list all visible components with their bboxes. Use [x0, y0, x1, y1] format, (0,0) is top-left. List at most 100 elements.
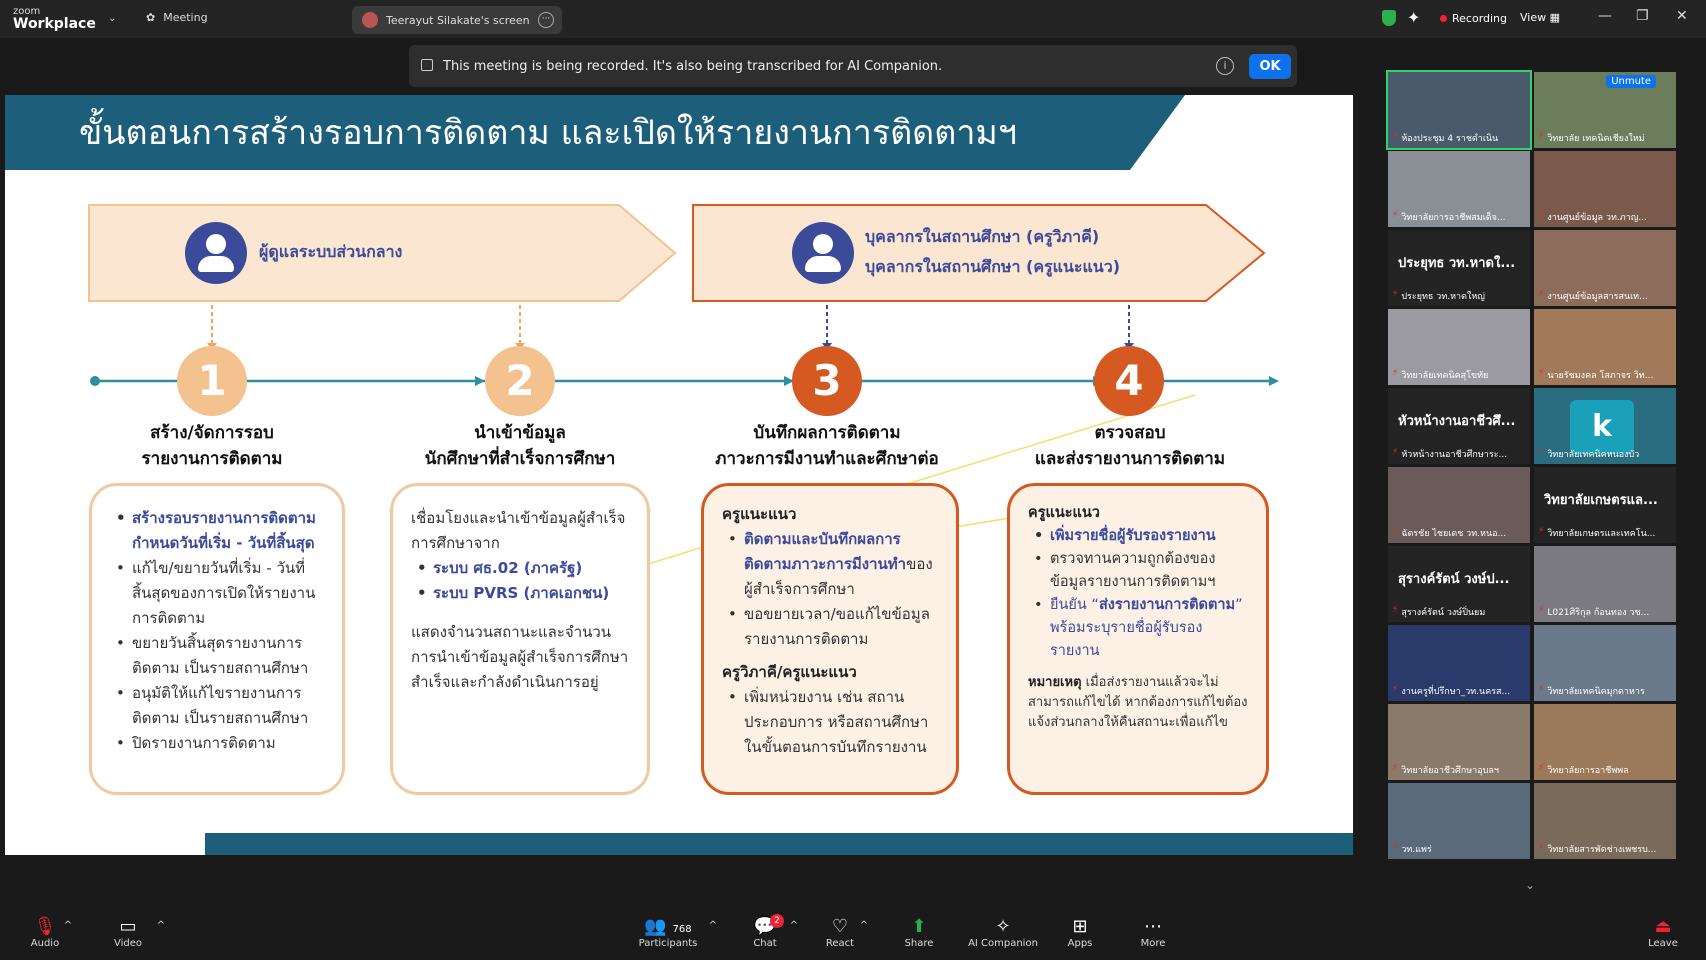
mic-muted-icon: ⚡ — [1538, 842, 1545, 852]
participant-display-name: วิทยาลัยเกษตรแล... — [1544, 493, 1658, 508]
step-3-circle: 3 — [792, 346, 862, 416]
more-icon[interactable]: ··· — [538, 12, 554, 28]
record-dot-icon — [1440, 15, 1447, 22]
chat-icon: 💬2 — [730, 914, 800, 938]
participant-tile[interactable]: k⚡วิทยาลัยเทคนิคหนองบัว — [1534, 388, 1676, 464]
card4-bullet-2: ตรวจทานความถูกต้องของข้อมูลรายงานการติดต… — [1034, 548, 1248, 594]
video-options-chevron-icon[interactable]: ^ — [156, 920, 166, 931]
shield-icon[interactable] — [1382, 10, 1396, 26]
participant-tile[interactable]: ⚡งานศูนย์ข้อมูล วท.ภาญ... — [1534, 151, 1676, 227]
close-icon[interactable]: ✕ — [1676, 8, 1688, 24]
card3-heading-1: ครูแนะแนว — [722, 505, 797, 523]
participant-name-label: ⚡งานศูนย์ข้อมูลสารสนเท... — [1538, 289, 1648, 302]
participant-name-label: ⚡L021ศิริกุล ก้อนทอง วช... — [1538, 605, 1650, 618]
card3-heading-2: ครูวิภาคี/ครูแนะแนว — [722, 663, 857, 681]
participant-tile[interactable]: ⚡วิทยาลัยสารพัดช่างเพชรบ... — [1534, 783, 1676, 859]
slide-title: ขั้นตอนการสร้างรอบการติดตาม และเปิดให้รา… — [79, 113, 1017, 153]
participant-name-label: ⚡วิทยาลัยเทคนิคหนองบัว — [1538, 447, 1640, 460]
participant-name-label: ⚡วท.แพร่ — [1392, 842, 1432, 855]
more-button[interactable]: ⋯More — [1118, 916, 1188, 949]
participant-tile[interactable]: Unmute ⚡วิทยาลัย เทคนิคเชียงใหม่ — [1534, 72, 1676, 148]
chevron-down-icon[interactable]: ⌄ — [108, 13, 117, 24]
recording-indicator[interactable]: Recording — [1440, 12, 1507, 25]
view-button[interactable]: View ▦ — [1520, 11, 1560, 24]
card3-bullet-2: ขอขยายเวลา/ขอแก้ไขข้อมูลรายงานการติดตาม — [728, 602, 938, 652]
participant-tile[interactable]: ⚡นายรัชมงคล โสภาจร วิท... — [1534, 309, 1676, 385]
more-dots-icon: ⋯ — [1144, 916, 1162, 937]
chat-chevron-icon[interactable]: ^ — [789, 920, 799, 931]
meeting-menu[interactable]: ✿ Meeting — [146, 11, 208, 24]
participant-tile[interactable]: ⚡งานศูนย์ข้อมูลสารสนเท... — [1534, 230, 1676, 306]
participant-name-label: ⚡สุรางค์รัตน์ วงษ์ปิ่นยม — [1392, 605, 1486, 618]
step-4-title: ตรวจสอบและส่งรายงานการติดตาม — [1034, 423, 1226, 469]
step-4-card: ครูแนะแนว เพิ่มรายชื่อผู้รับรองรายงาน ตร… — [1007, 483, 1269, 795]
participant-name-label: ⚡ห้องประชุม 4 ราชดำเนิน — [1392, 131, 1499, 144]
step-1-circle: 1 — [177, 346, 247, 416]
audio-button[interactable]: 🎙Audio — [10, 916, 80, 949]
mic-muted-icon: ⚡ — [1392, 605, 1399, 615]
participant-tile[interactable]: ⚡วท.แพร่ — [1388, 783, 1530, 859]
screen-share-tab[interactable]: Teerayut Silakate's screen ··· — [352, 6, 562, 34]
participant-display-name: k — [1570, 400, 1634, 454]
react-button[interactable]: ♡React — [805, 916, 875, 949]
participant-name-label: ⚡วิทยาลัยสารพัดช่างเพชรบ... — [1538, 842, 1657, 855]
participant-tile[interactable]: ⚡วิทยาลัยเทคนิคสุโขทัย — [1388, 309, 1530, 385]
participant-tile[interactable]: ประยุทธ วท.หาดใ...⚡ประยุทธ วท.หาดใหญ่ — [1388, 230, 1530, 306]
participant-tile[interactable]: ⚡ห้องประชุม 4 ราชดำเนิน — [1386, 70, 1532, 150]
leave-button[interactable]: ⏏Leave — [1628, 916, 1698, 949]
unmute-button[interactable]: Unmute — [1606, 75, 1656, 88]
audio-options-chevron-icon[interactable]: ^ — [63, 920, 73, 931]
participant-name-label: ⚡วิทยาลัยเทคนิคสุโขทัย — [1392, 368, 1489, 381]
screen-share-label: Teerayut Silakate's screen — [386, 13, 530, 27]
meeting-label: Meeting — [163, 11, 208, 24]
ai-spark-icon[interactable]: ✦ — [1407, 8, 1421, 27]
minimize-icon[interactable]: — — [1598, 8, 1612, 24]
participant-tile[interactable]: ⚡งานครูที่ปรึกษา_วท.นครส... — [1388, 625, 1530, 701]
participant-name-label: ⚡งานครูที่ปรึกษา_วท.นครส... — [1392, 684, 1511, 697]
gallery-scroll-down-icon[interactable]: ⌄ — [1525, 878, 1536, 892]
card2-intro: เชื่อมโยงและนำเข้าข้อมูลผู้สำเร็จการศึกษ… — [411, 509, 626, 552]
share-button[interactable]: ⬆Share — [884, 916, 954, 949]
participants-chevron-icon[interactable]: ^ — [708, 920, 718, 931]
step-2-circle: 2 — [485, 346, 555, 416]
participant-tile[interactable]: ⚡L021ศิริกุล ก้อนทอง วช... — [1534, 546, 1676, 622]
restore-icon[interactable]: ❐ — [1636, 8, 1649, 24]
participant-tile[interactable]: วิทยาลัยเกษตรแล...⚡วิทยาลัยเกษตรและเทคโน… — [1534, 467, 1676, 543]
logo-bottom: Workplace — [13, 16, 96, 32]
mic-muted-icon: ⚡ — [1392, 368, 1399, 378]
banner-ok-button[interactable]: OK — [1249, 54, 1291, 79]
video-button[interactable]: ▭Video — [93, 916, 163, 949]
apps-button[interactable]: ⊞Apps — [1045, 916, 1115, 949]
document-icon — [421, 59, 433, 71]
participant-tile[interactable]: ⚡วิทยาลัยเทคนิคมุกดาหาร — [1534, 625, 1676, 701]
participant-tile[interactable]: สุรางค์รัตน์ วงษ์ป...⚡สุรางค์รัตน์ วงษ์ป… — [1388, 546, 1530, 622]
participant-tile[interactable]: ⚡ฉัตรชัย ไชยเดช วท.หนอ... — [1388, 467, 1530, 543]
mic-muted-icon: ⚡ — [1538, 605, 1545, 615]
mic-muted-icon: ⚡ — [1392, 210, 1399, 220]
zoom-logo: zoom Workplace — [13, 6, 96, 32]
participant-tile[interactable]: หัวหน้างานอาชีวศึ...⚡หัวหน้างานอาชีวศึกษ… — [1388, 388, 1530, 464]
react-chevron-icon[interactable]: ^ — [859, 920, 869, 931]
card1-bullet-4: อนุมัติให้แก้ไขรายงานการติดตาม เป็นรายสถ… — [116, 681, 324, 731]
card3-bullet-3: เพิ่มหน่วยงาน เช่น สถานประกอบการ หรือสถา… — [728, 685, 938, 760]
recording-banner: This meeting is being recorded. It's als… — [409, 45, 1297, 87]
share-screen-icon: ⬆ — [911, 916, 927, 937]
participant-tile[interactable]: ⚡วิทยาลัยการอาชีพสมเด็จ... — [1388, 151, 1530, 227]
admin-avatar-icon — [185, 222, 247, 284]
info-icon[interactable]: i — [1216, 57, 1234, 75]
card4-note: หมายเหตุ เมื่อส่งรายงานแล้วจะไม่สามารถแก… — [1028, 675, 1248, 730]
ai-companion-button[interactable]: ✧AI Companion — [960, 916, 1046, 949]
mic-muted-icon: 🎙 — [33, 916, 57, 937]
logo-top: zoom — [13, 6, 41, 17]
participant-tile[interactable]: ⚡วิทยาลัยอาชีวศึกษาอุบลฯ — [1388, 704, 1530, 780]
zoom-top-bar: zoom Workplace ⌄ ✿ Meeting Teerayut Sila… — [0, 0, 1706, 38]
card1-bullet-5: ปิดรายงานการติดตาม — [116, 731, 324, 756]
participant-tile[interactable]: ⚡วิทยาลัยการอาชีพพล — [1534, 704, 1676, 780]
staff-avatar-icon — [792, 222, 854, 284]
participant-name-label: ⚡วิทยาลัย เทคนิคเชียงใหม่ — [1538, 131, 1645, 144]
mic-muted-icon: ⚡ — [1392, 684, 1399, 694]
role-left-label: ผู้ดูแลระบบส่วนกลาง — [259, 242, 403, 261]
card4-bullet-1: เพิ่มรายชื่อผู้รับรองรายงาน — [1034, 525, 1248, 548]
